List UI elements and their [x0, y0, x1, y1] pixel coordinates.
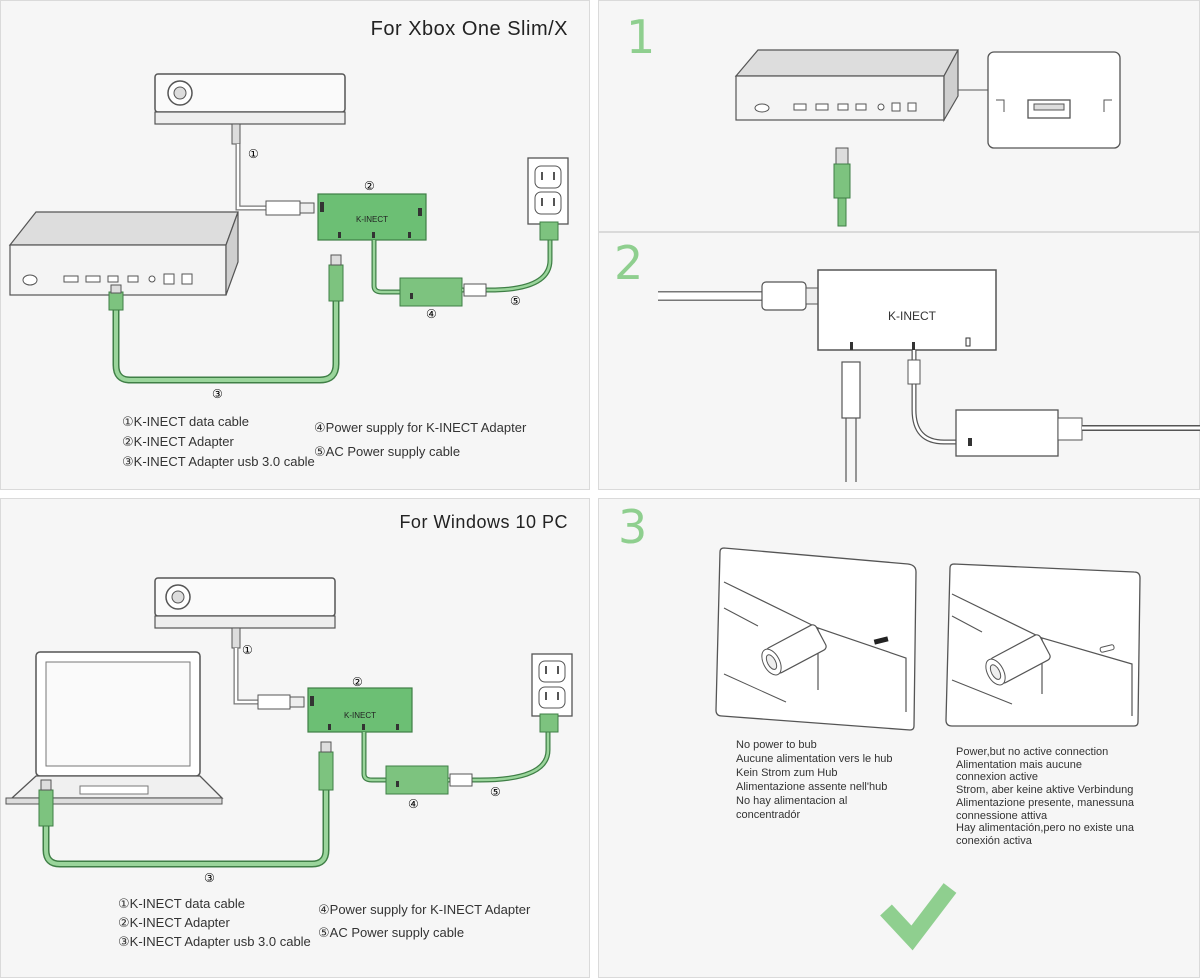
pc-diagram-drawing: ① K-INECT ② ③: [5, 577, 573, 885]
status-line: No power to bub: [736, 739, 817, 751]
usb-plug-icon: [38, 741, 334, 827]
data-cable-plug-icon: [265, 200, 315, 216]
step-2-number: 2: [614, 236, 644, 290]
legend-item: ③K-INECT Adapter usb 3.0 cable: [118, 934, 311, 949]
usb-port-zoom-icon: [987, 51, 1121, 149]
status-line: Alimentazione presente, manessuna: [956, 796, 1134, 809]
step-3-drawing: [715, 547, 1141, 951]
data-cable-plug-icon: [257, 694, 305, 710]
pc-panel-title: For Windows 10 PC: [399, 512, 568, 532]
legend-item: ④Power supply for K-INECT Adapter: [314, 420, 527, 435]
marker-4: ④: [408, 797, 419, 811]
hub-label: K-INECT: [888, 309, 937, 323]
status-line: No hay alimentacion al: [736, 795, 848, 807]
step-1-number: 1: [626, 10, 656, 64]
marker-5: ⑤: [490, 785, 501, 799]
legend-item: ③K-INECT Adapter usb 3.0 cable: [122, 454, 315, 469]
status-no-power: No power to bub Aucune alimentation vers…: [736, 738, 893, 822]
step-1-drawing: [734, 49, 1121, 227]
marker-1: ①: [242, 643, 253, 657]
kinect-sensor-icon: [154, 577, 336, 649]
marker-5: ⑤: [510, 294, 521, 308]
xbox-console-icon: [734, 49, 960, 123]
usb-plug-icon: [108, 254, 344, 311]
hub-label: K-INECT: [356, 215, 388, 224]
step-3-panel: 3: [598, 498, 1200, 978]
kinect-adapter-hub: K-INECT: [307, 687, 413, 733]
step-1-panel: 1: [598, 0, 1200, 232]
hub-no-power-illustration: [715, 547, 917, 731]
data-cable-plug-icon: [761, 281, 821, 311]
pc-legend-right: ④Power supply for K-INECT Adapter ⑤AC Po…: [318, 898, 530, 944]
xbox-legend-right: ④Power supply for K-INECT Adapter ⑤AC Po…: [314, 416, 526, 464]
marker-3: ③: [212, 387, 223, 401]
status-line: connessione attiva: [956, 809, 1048, 822]
marker-4: ④: [426, 307, 437, 321]
hub-power-no-connection-illustration: [945, 563, 1141, 727]
legend-item: ④Power supply for K-INECT Adapter: [318, 902, 531, 917]
power-supply-icon: [955, 409, 1059, 457]
status-line: Aucune alimentation vers le hub: [736, 753, 893, 765]
status-line: Hay alimentación,pero no existe una: [956, 822, 1134, 835]
legend-item: ⑤AC Power supply cable: [318, 925, 465, 940]
checkmark-icon: [880, 883, 957, 951]
marker-3: ③: [204, 871, 215, 885]
pc-diagram-panel: ① K-INECT ② ③: [0, 498, 590, 978]
marker-1: ①: [248, 147, 259, 161]
status-line: Alimentazione assente nell'hub: [736, 781, 888, 793]
status-line: Strom, aber keine aktive Verbindung: [956, 784, 1134, 797]
legend-item: ②K-INECT Adapter: [118, 915, 230, 930]
step-3-number: 3: [618, 500, 648, 554]
status-line: Power,but no active connection: [956, 746, 1109, 758]
status-power-no-connection: Power,but no active connection Alimentat…: [956, 746, 1134, 848]
legend-item: ①K-INECT data cable: [122, 414, 250, 429]
status-line: conexión activa: [956, 834, 1032, 847]
xbox-legend-left: ①K-INECT data cable ②K-INECT Adapter ③K-…: [122, 412, 315, 472]
kinect-sensor-icon: [154, 73, 346, 145]
wall-outlet-icon: [527, 157, 569, 241]
xbox-console-icon: [8, 211, 239, 296]
kinect-adapter-hub: K-INECT: [817, 269, 997, 351]
wall-outlet-icon: [531, 653, 573, 733]
power-supply-icon: [399, 277, 463, 307]
status-line: concentradór: [736, 809, 801, 821]
marker-2: ②: [364, 179, 375, 193]
xbox-diagram-drawing: ① K-INECT ②: [8, 73, 569, 401]
power-supply-icon: [385, 765, 449, 795]
status-line: Alimentation mais aucune: [956, 758, 1082, 771]
legend-item: ②K-INECT Adapter: [122, 434, 234, 449]
usb-plug-icon: [833, 147, 851, 227]
xbox-diagram-panel: ① K-INECT ②: [0, 0, 590, 490]
status-line: Kein Strom zum Hub: [736, 767, 838, 779]
hub-label: K-INECT: [344, 711, 376, 720]
usb-plug-icon: [841, 361, 861, 482]
xbox-panel-title: For Xbox One Slim/X: [370, 18, 568, 40]
step-2-panel: 2 K-INECT: [598, 232, 1200, 490]
status-line: connexion active: [956, 771, 1038, 784]
kinect-adapter-hub: K-INECT: [317, 193, 427, 241]
legend-item: ⑤AC Power supply cable: [314, 444, 461, 459]
step-2-drawing: K-INECT: [658, 269, 1200, 482]
legend-item: ①K-INECT data cable: [118, 896, 246, 911]
laptop-icon: [5, 651, 224, 805]
marker-2: ②: [352, 675, 363, 689]
pc-legend-left: ①K-INECT data cable ②K-INECT Adapter ③K-…: [118, 894, 311, 951]
